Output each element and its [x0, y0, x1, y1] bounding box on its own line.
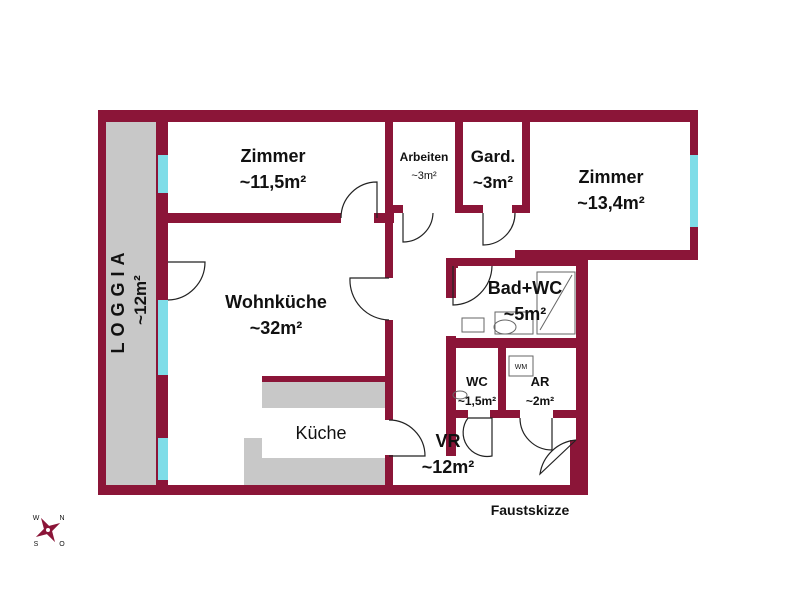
bad-area: ~5m²: [504, 304, 547, 324]
loggia-area: ~12m²: [131, 275, 150, 325]
loggia-label-group: LOGGIA ~12m²: [108, 247, 150, 354]
wc-toilet: [452, 390, 468, 400]
kueche-name: Küche: [295, 423, 346, 443]
caption: Faustskizze: [491, 502, 570, 518]
arbeiten-name: Arbeiten: [400, 150, 449, 164]
doors: [167, 181, 577, 476]
bathroom-fixtures: [452, 271, 576, 400]
wm-label: WM: [515, 364, 528, 371]
loggia-area: [103, 120, 158, 485]
bathtub: [461, 317, 485, 333]
arbeiten-area: ~3m²: [411, 170, 437, 182]
compass-w: W: [33, 515, 40, 522]
washing-machine: [508, 355, 534, 377]
zimmer2-area: ~13,4m²: [577, 193, 645, 213]
compass-icon: W N S O: [33, 515, 66, 548]
gard-area: ~3m²: [473, 173, 513, 192]
zimmer2-name: Zimmer: [578, 167, 643, 187]
wohnkueche-name: Wohnküche: [225, 292, 327, 312]
ar-area: ~2m²: [526, 394, 554, 408]
windows: [158, 155, 698, 480]
ar-name: AR: [531, 374, 550, 389]
kitchen-counter-top: [262, 380, 387, 408]
wc-area: ~1,5m²: [458, 394, 496, 408]
kitchen-counter-bottom-2: [262, 458, 387, 485]
loggia-name: LOGGIA: [108, 247, 128, 354]
vr-name: VR: [435, 431, 460, 451]
wohnkueche-area: ~32m²: [250, 318, 303, 338]
gard-name: Gard.: [471, 147, 515, 166]
zimmer1-name: Zimmer: [240, 146, 305, 166]
zimmer1-area: ~11,5m²: [240, 172, 307, 192]
vr-area: ~12m²: [422, 457, 475, 477]
kitchen-counter-bottom: [244, 438, 262, 485]
compass-o: O: [59, 541, 65, 548]
shower: [536, 271, 576, 335]
wc-name: WC: [466, 374, 488, 389]
bad-name: Bad+WC: [488, 278, 563, 298]
compass-s: S: [34, 541, 39, 548]
compass-n: N: [59, 515, 64, 522]
